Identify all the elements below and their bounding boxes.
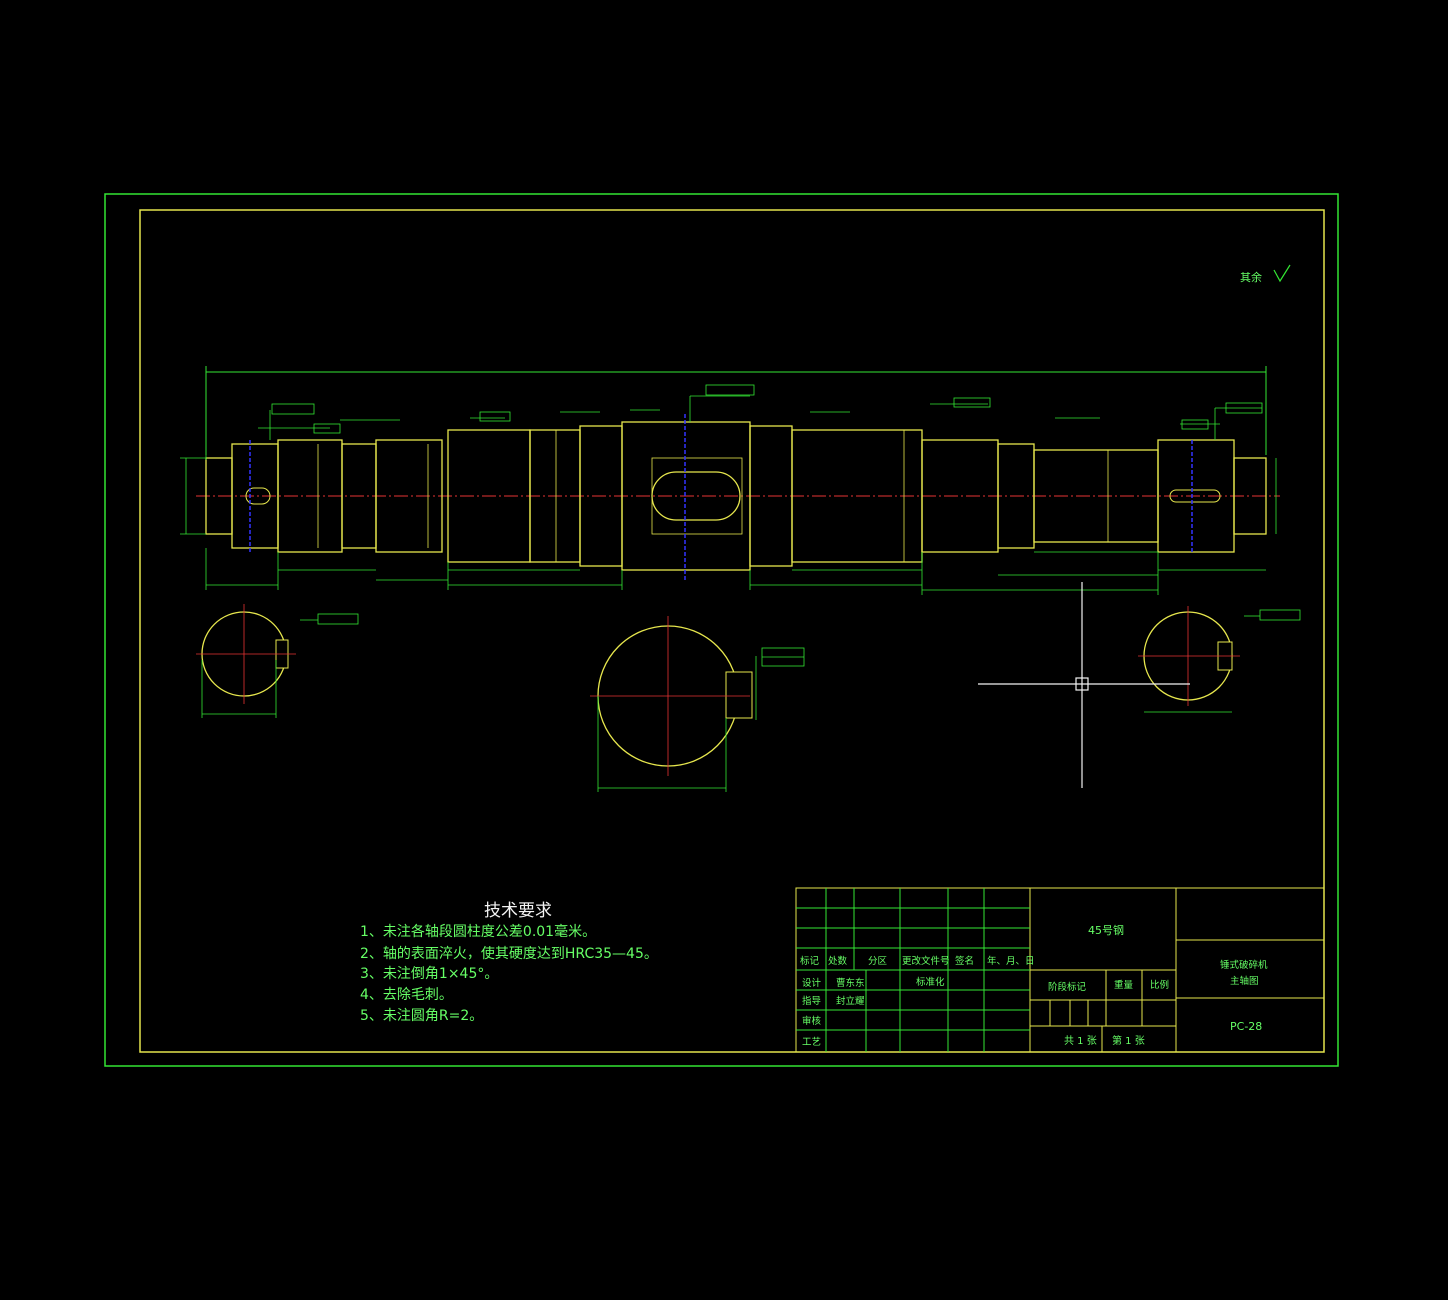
header-mark: 标记 xyxy=(800,955,820,967)
right-keyway xyxy=(1169,489,1221,503)
outer-frame xyxy=(104,193,1339,1067)
header-date: 年、月、日 xyxy=(987,955,1035,967)
shaft-segments xyxy=(205,421,1267,571)
drawing-name: 主轴图 xyxy=(1230,975,1259,987)
tech-req-item-1: 1、未注各轴段圆柱度公差0.01毫米。 xyxy=(360,923,596,940)
title-block: 45号钢 标记 处数 分区 更改文件号 签名 年、月、日 设计 曹东东 标准化 … xyxy=(795,887,1325,1053)
product-name: 锤式破碎机 xyxy=(1220,959,1268,971)
tech-req-title: 技术要求 xyxy=(484,901,552,921)
section-view-left xyxy=(196,604,359,718)
row-design-extra: 标准化 xyxy=(916,976,945,988)
stage-label: 阶段标记 xyxy=(1048,981,1087,993)
technical-requirements: 技术要求 1、未注各轴段圆柱度公差0.01毫米。 2、轴的表面淬火，使其硬度达到… xyxy=(360,901,658,1024)
sheets-total: 共 1 张 xyxy=(1064,1035,1097,1047)
row-design-name: 曹东东 xyxy=(836,977,865,989)
tech-req-item-4: 4、去除毛刺。 xyxy=(360,987,453,1003)
header-signature: 签名 xyxy=(955,955,974,967)
scale-label: 比例 xyxy=(1150,979,1169,991)
header-change-doc: 更改文件号 xyxy=(902,955,950,967)
row-guide-name: 封立耀 xyxy=(836,995,865,1007)
shaft-main-view xyxy=(180,366,1280,595)
weight-label: 重量 xyxy=(1114,979,1134,991)
tech-req-item-5: 5、未注圆角R=2。 xyxy=(360,1008,483,1024)
section-view-center xyxy=(590,616,805,792)
surface-roughness-label: 其余 xyxy=(1240,270,1262,284)
cad-crosshair-cursor-icon[interactable] xyxy=(978,582,1190,788)
row-review-role: 审核 xyxy=(802,1015,822,1027)
inner-frame xyxy=(139,209,1325,1053)
section-view-right xyxy=(1138,606,1301,713)
sheet-number: 第 1 张 xyxy=(1112,1034,1145,1047)
row-design-role: 设计 xyxy=(802,977,822,989)
surface-roughness-note: 其余 xyxy=(1240,264,1291,284)
tech-req-item-2: 2、轴的表面淬火，使其硬度达到HRC35—45。 xyxy=(360,945,658,962)
center-keyway xyxy=(651,471,741,521)
row-guide-role: 指导 xyxy=(802,995,821,1007)
roughness-check-icon xyxy=(1273,264,1291,283)
row-process-role: 工艺 xyxy=(802,1037,821,1048)
tech-req-item-3: 3、未注倒角1×45°。 xyxy=(360,966,498,982)
header-count: 处数 xyxy=(828,955,848,967)
left-keyway xyxy=(245,487,271,505)
drawing-code: PC-28 xyxy=(1230,1020,1262,1033)
material-label: 45号钢 xyxy=(1088,924,1124,937)
header-zone: 分区 xyxy=(868,956,888,967)
